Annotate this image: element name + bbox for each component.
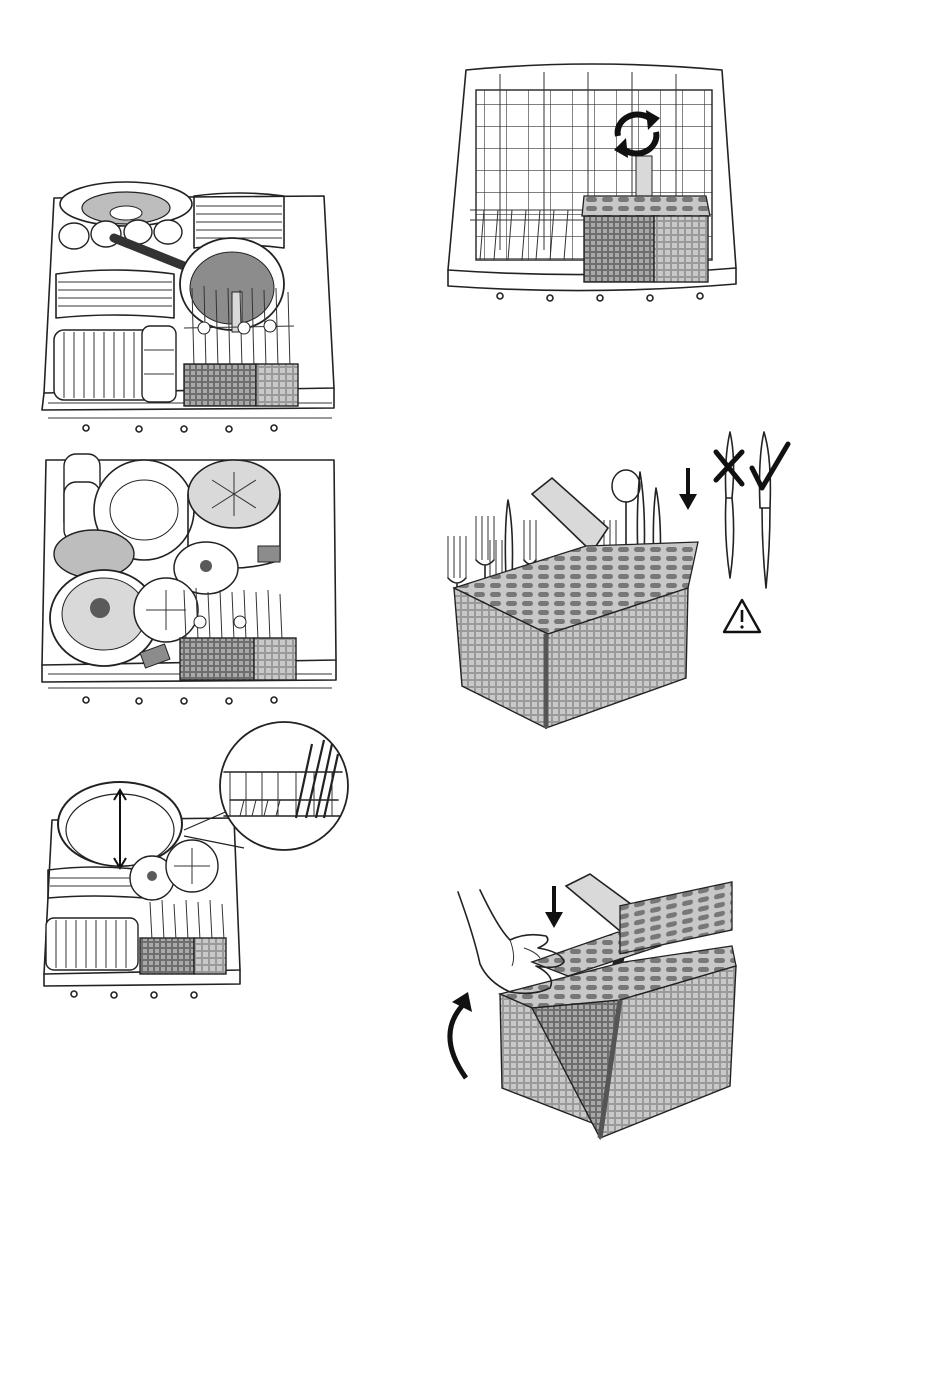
- hand: [458, 890, 564, 993]
- glasses: [64, 454, 100, 542]
- glasses: [142, 326, 176, 402]
- rack-wheels: [71, 991, 197, 998]
- plates-flat: [48, 867, 144, 898]
- rack-empty-basket: [440, 60, 750, 310]
- plates-vertical: [54, 330, 154, 400]
- pot: [50, 570, 198, 668]
- cutlery-basket: [582, 196, 710, 282]
- down-arrow-icon: [679, 468, 697, 510]
- rack-wheels: [497, 293, 703, 301]
- rack-wheels: [83, 425, 277, 432]
- rack-wheels: [83, 697, 277, 704]
- plates-flat: [56, 270, 174, 318]
- plates-vertical: [46, 918, 138, 970]
- cutlery-basket-opening: [440, 866, 750, 1146]
- rack-plate-height: [34, 720, 354, 1000]
- rack-loaded-pots: [34, 450, 344, 712]
- basket-handle: [532, 478, 608, 552]
- knife-blade-down: [726, 432, 734, 578]
- knife-blade-up: [760, 432, 771, 588]
- rack-loaded-dishes: [34, 178, 344, 440]
- cutlery-basket: [454, 542, 698, 728]
- down-arrow-icon: [545, 886, 563, 928]
- frying-pan: [114, 238, 284, 332]
- cutlery-basket-loading: [440, 428, 800, 738]
- zoom-circle: [184, 722, 348, 850]
- platter: [60, 182, 192, 226]
- warning-icon: [724, 600, 760, 632]
- cross-icon: [716, 452, 742, 484]
- curved-up-arrow-icon: [450, 992, 472, 1078]
- cutlery-basket: [140, 900, 226, 974]
